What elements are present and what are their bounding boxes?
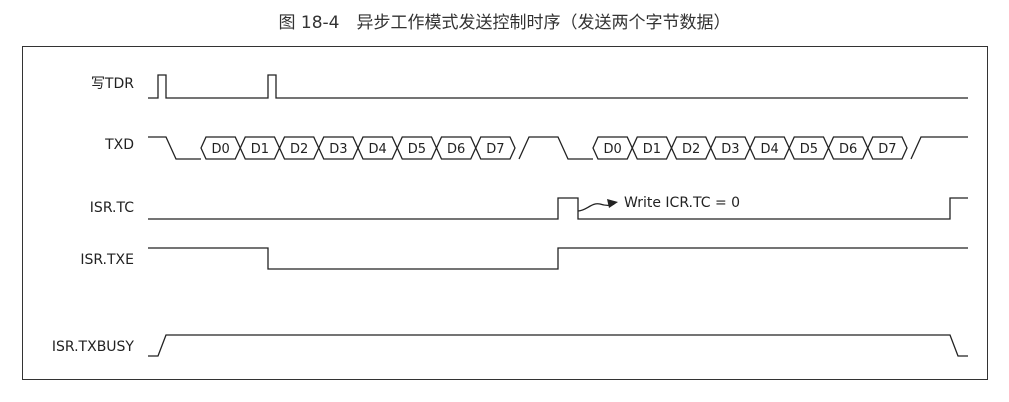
waveform-write-tdr (148, 74, 968, 99)
signal-label-isr-txbusy: ISR.TXBUSY (52, 339, 135, 355)
waveform-isr-tc (148, 197, 968, 220)
arrowhead-icon (607, 199, 618, 208)
txd-stop-idle-start-2 (518, 136, 593, 160)
txd-idle-start-1 (148, 136, 201, 160)
txd-bit-label: D3 (721, 142, 739, 157)
signal-label-write-tdr: 写TDR (91, 76, 134, 92)
txd-bit-label: D0 (211, 142, 229, 157)
txd-bit-label: D4 (760, 142, 778, 157)
txd-byte-2: D0 D1 D2 D3 D4 D5 D6 D7 (592, 136, 908, 160)
txd-bit-label: D1 (643, 142, 661, 157)
txd-bit-label: D4 (368, 142, 386, 157)
txd-bit-label: D5 (408, 142, 426, 157)
txd-stop-idle-end (910, 136, 968, 160)
signal-label-isr-txe: ISR.TXE (80, 252, 134, 268)
txd-bit-label: D3 (329, 142, 347, 157)
diagram-frame (22, 46, 988, 380)
txd-bit-label: D2 (682, 142, 700, 157)
txd-bit-cell (867, 136, 908, 160)
txd-bit-label: D5 (800, 142, 818, 157)
figure-title: 图 18-4 异步工作模式发送控制时序（发送两个字节数据） (278, 13, 731, 33)
waveform-isr-txbusy (148, 334, 968, 357)
txd-bit-label: D6 (839, 142, 857, 157)
signal-label-txd: TXD (104, 137, 134, 153)
signal-label-isr-tc: ISR.TC (90, 200, 134, 216)
txd-bit-label: D7 (486, 142, 504, 157)
txd-bit-label: D7 (878, 142, 896, 157)
txd-bit-label: D6 (447, 142, 465, 157)
annotation-write-icr-tc: Write ICR.TC = 0 (624, 195, 740, 211)
waveform-isr-txe (148, 247, 968, 270)
txd-bit-cell (475, 136, 516, 160)
waveform-txd: D0 D1 D2 D3 D4 D5 D6 D7 D0 D1 D2 D3 D4 D5 D6 D7 (148, 136, 968, 160)
txd-bit-label: D2 (290, 142, 308, 157)
txd-bit-label: D0 (603, 142, 621, 157)
txd-byte-1: D0 D1 D2 D3 D4 D5 D6 D7 (200, 136, 516, 160)
txd-bit-label: D1 (251, 142, 269, 157)
